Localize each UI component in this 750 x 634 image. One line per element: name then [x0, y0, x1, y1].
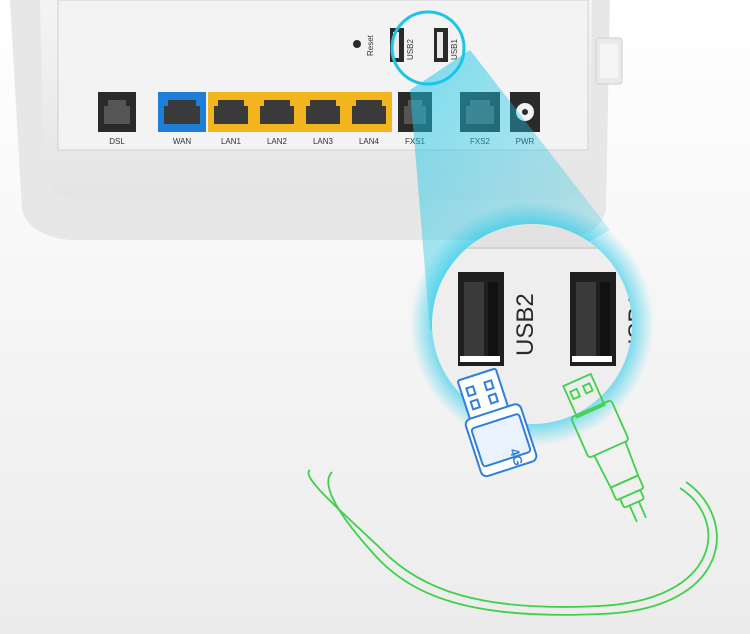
usb1-label-small: USB1	[450, 39, 459, 60]
reset-button[interactable]	[353, 40, 361, 48]
usb2-label-zoom: USB2	[512, 293, 539, 356]
port-lan3[interactable]	[300, 92, 346, 132]
port-label-dsl: DSL	[109, 137, 125, 146]
usb1-port-small[interactable]	[434, 28, 448, 62]
antenna	[595, 37, 623, 85]
zoom-highlight-ring	[390, 10, 466, 86]
port-label-lan1: LAN1	[221, 137, 242, 146]
usb2-port-zoom[interactable]	[458, 272, 504, 366]
usb1-label-zoom: USB1	[624, 293, 651, 356]
dongle-badge: 4G	[507, 446, 527, 467]
usb2-label-small: USB2	[406, 39, 415, 60]
reset-label: Reset	[366, 34, 375, 56]
port-dsl[interactable]	[98, 92, 136, 132]
port-wan[interactable]	[158, 92, 206, 132]
port-label-lan3: LAN3	[313, 137, 334, 146]
usb-cable	[307, 372, 718, 616]
port-lan4[interactable]	[346, 92, 392, 132]
usb1-port-zoom[interactable]	[570, 272, 616, 366]
port-lan1[interactable]	[208, 92, 254, 132]
port-label-lan2: LAN2	[267, 137, 288, 146]
port-label-lan4: LAN4	[359, 137, 380, 146]
4g-dongle: 4G	[457, 367, 538, 478]
port-label-wan: WAN	[173, 137, 192, 146]
port-lan2[interactable]	[254, 92, 300, 132]
